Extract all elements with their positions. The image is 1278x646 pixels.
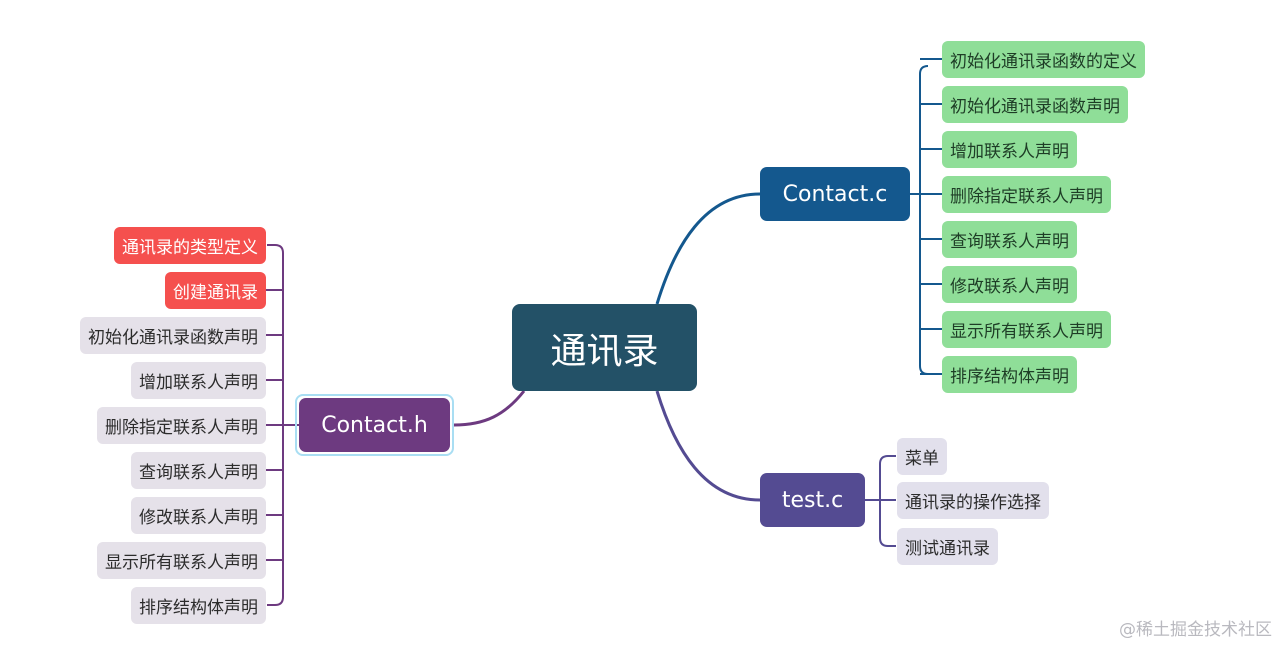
leaf-label: 删除指定联系人声明 (105, 418, 258, 438)
leaf-contact-c-6[interactable]: 修改联系人声明 (942, 266, 1077, 303)
ticks-contact-c (920, 58, 942, 375)
leaf-contact-h-8[interactable]: 显示所有联系人声明 (97, 542, 266, 579)
leaf-test-c-3[interactable]: 测试通讯录 (897, 528, 998, 565)
leaf-label: 通讯录的操作选择 (905, 493, 1041, 513)
leaf-label: 创建通讯录 (173, 283, 258, 303)
ticks-contact-h (265, 289, 283, 561)
leaf-label: 增加联系人声明 (950, 142, 1069, 162)
leaf-label: 显示所有联系人声明 (950, 322, 1103, 342)
leaf-contact-h-6[interactable]: 查询联系人声明 (131, 452, 266, 489)
leaf-test-c-2[interactable]: 通讯录的操作选择 (897, 482, 1049, 519)
leaf-contact-h-4[interactable]: 增加联系人声明 (131, 362, 266, 399)
link-root-contact-h (453, 390, 526, 427)
leaf-contact-c-8[interactable]: 排序结构体声明 (942, 356, 1077, 393)
leaf-label: 显示所有联系人声明 (105, 553, 258, 573)
leaf-contact-h-7[interactable]: 修改联系人声明 (131, 497, 266, 534)
root-label: 通讯录 (550, 330, 659, 372)
leaf-contact-h-5[interactable]: 删除指定联系人声明 (97, 407, 266, 444)
leaf-test-c-1[interactable]: 菜单 (897, 438, 947, 475)
leaf-label: 排序结构体声明 (139, 598, 258, 618)
link-root-test-c (655, 390, 761, 502)
leaf-label: 初始化通讯录函数声明 (950, 97, 1120, 117)
branch-contact-c-label: Contact.c (782, 181, 888, 207)
leaf-contact-c-7[interactable]: 显示所有联系人声明 (942, 311, 1111, 348)
leaf-contact-h-3[interactable]: 初始化通讯录函数声明 (80, 317, 266, 354)
leaf-label: 初始化通讯录函数的定义 (950, 52, 1137, 72)
leaf-contact-c-5[interactable]: 查询联系人声明 (942, 221, 1077, 258)
leaf-contact-h-1[interactable]: 通讯录的类型定义 (114, 227, 266, 264)
leaf-label: 查询联系人声明 (139, 463, 258, 483)
branch-test-c[interactable]: test.c (760, 473, 865, 527)
leaf-label: 修改联系人声明 (139, 508, 258, 528)
leaf-label: 通讯录的类型定义 (122, 238, 258, 258)
branch-contact-h-selection (295, 394, 454, 456)
leaf-contact-c-1[interactable]: 初始化通讯录函数的定义 (942, 41, 1145, 78)
leaf-contact-c-4[interactable]: 删除指定联系人声明 (942, 176, 1111, 213)
leaf-contact-c-2[interactable]: 初始化通讯录函数声明 (942, 86, 1128, 123)
watermark: @稀土掘金技术社区 (1119, 620, 1272, 640)
link-root-contact-c (655, 192, 761, 305)
branch-contact-h[interactable]: Contact.h (299, 398, 450, 452)
leaf-label: 初始化通讯录函数声明 (88, 328, 258, 348)
root-node[interactable]: 通讯录 (512, 304, 697, 391)
leaf-contact-c-3[interactable]: 增加联系人声明 (942, 131, 1077, 168)
branch-test-c-label: test.c (781, 487, 844, 513)
leaf-label: 查询联系人声明 (950, 232, 1069, 252)
leaf-label: 排序结构体声明 (950, 367, 1069, 387)
bracket-contact-c (910, 65, 929, 375)
leaf-label: 增加联系人声明 (139, 373, 258, 393)
leaf-label: 修改联系人声明 (950, 277, 1069, 297)
leaf-label: 菜单 (905, 449, 939, 469)
branch-contact-h-label: Contact.h (321, 412, 428, 438)
leaf-label: 测试通讯录 (905, 539, 990, 559)
leaf-contact-h-9[interactable]: 排序结构体声明 (131, 587, 266, 624)
branch-contact-c[interactable]: Contact.c (760, 167, 910, 221)
leaf-label: 删除指定联系人声明 (950, 187, 1103, 207)
leaf-contact-h-2[interactable]: 创建通讯录 (165, 272, 266, 309)
